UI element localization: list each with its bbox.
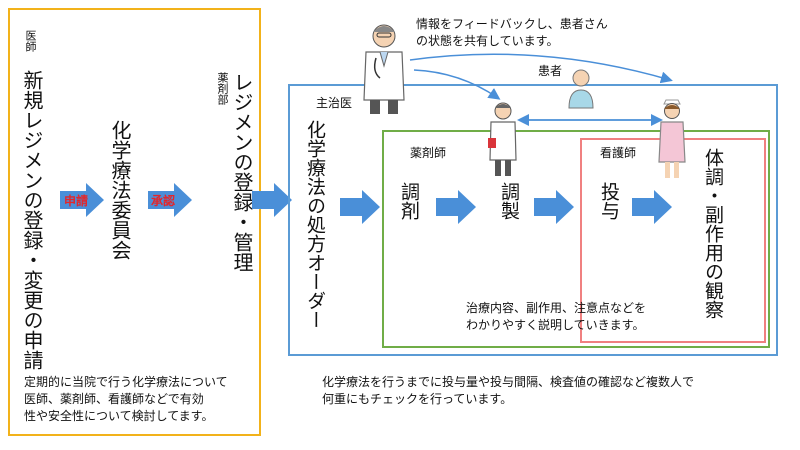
order-arrow — [252, 183, 292, 217]
administer-arrow — [534, 190, 574, 224]
dispense-arrow — [340, 190, 380, 224]
committee-frame — [8, 8, 261, 436]
nurse-label: 看護師 — [600, 146, 637, 160]
pharmacy-text: レジメンの登録・管理 — [230, 72, 254, 272]
observe-arrow — [632, 190, 672, 224]
applicant-label: 医師 — [24, 30, 37, 52]
feedback-arrows — [409, 53, 673, 126]
patient-icon — [568, 69, 594, 109]
patient-label: 患者 — [538, 64, 563, 78]
approve-arrow-label: 承認 — [151, 194, 176, 208]
pharmacist-frame — [382, 130, 770, 348]
nurse-icon — [658, 99, 686, 178]
committee-text: 化学療法委員会 — [108, 120, 132, 260]
committee-note: 定期的に当院で行う化学療法について 医師、薬剤師、看護師などで有効 性や安全性に… — [24, 375, 228, 423]
feedback-note: 情報をフィードバックし、患者さん の状態を共有しています。 — [416, 17, 608, 48]
pharmacist-icon — [488, 102, 517, 176]
order-text: 化学療法の処方オーダー — [304, 120, 326, 329]
attending-frame — [288, 84, 778, 356]
pharmacy-label: 薬剤部 — [216, 72, 229, 105]
step-observe: 体調・副作用の観察 — [702, 148, 724, 319]
step-administer: 投与 — [598, 182, 620, 220]
applicant-text: 新規レジメンの登録・変更の申請 — [20, 70, 44, 370]
pharmacist-label: 薬剤師 — [410, 146, 447, 160]
approve-arrow — [148, 183, 192, 217]
attending-label: 主治医 — [316, 96, 353, 110]
step-prepare: 調製 — [498, 182, 520, 220]
doctor-icon — [363, 24, 405, 114]
apply-arrow-label: 申請 — [64, 194, 89, 208]
explain-note: 治療内容、副作用、注意点などを わかりやすく説明していきます。 — [466, 301, 647, 332]
prepare-arrow — [436, 190, 476, 224]
apply-arrow — [60, 183, 104, 217]
step-dispense: 調剤 — [398, 182, 420, 220]
bottom-note: 化学療法を行うまでに投与量や投与間隔、検査値の確認など複数人で 何重にもチェック… — [322, 375, 695, 406]
